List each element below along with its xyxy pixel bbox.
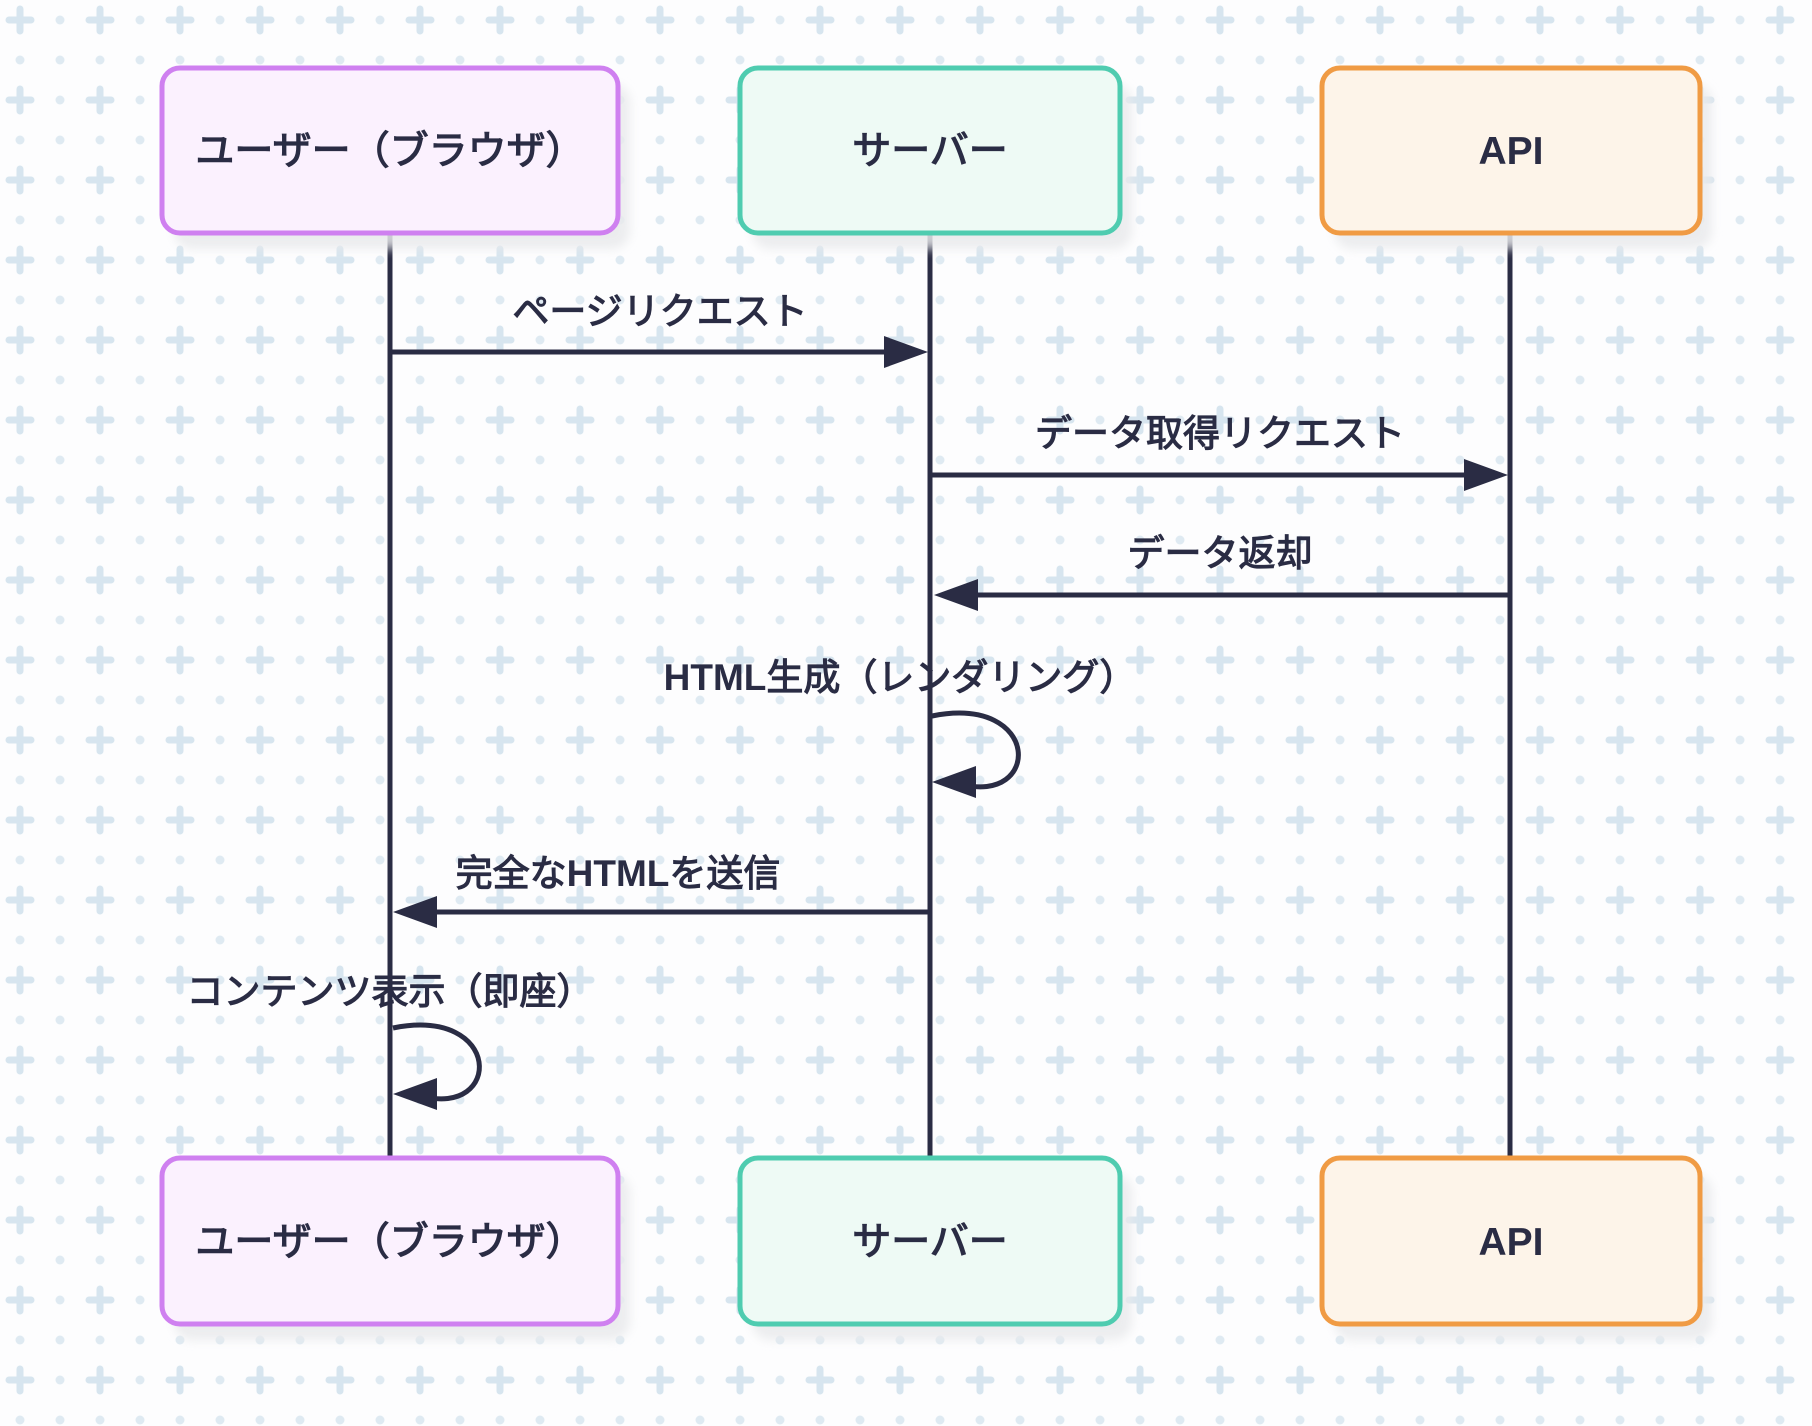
actor-server-top: サーバー <box>737 65 1132 249</box>
actor-api-label: API <box>1478 1221 1543 1264</box>
message-label: データ返却 <box>1128 532 1313 574</box>
actor-api-box <box>1319 1155 1703 1327</box>
self-loop-curve <box>931 710 1021 790</box>
arrowhead-right-icon <box>884 336 928 368</box>
actor-user-label: ユーザー（ブラウザ） <box>195 129 584 173</box>
message-label: ページリクエスト <box>512 291 807 332</box>
actor-api-label: API <box>1478 130 1543 173</box>
message-label: 完全なHTMLを送信 <box>456 852 781 894</box>
actor-user-label: ユーザー（ブラウザ） <box>195 1220 584 1264</box>
actor-server-box <box>737 65 1123 236</box>
actor-server-label: サーバー <box>852 130 1008 173</box>
message-data-return: データ返却 <box>934 532 1509 611</box>
arrowhead-left-icon <box>393 896 437 928</box>
self-loop-curve <box>392 1022 482 1102</box>
actor-api-bottom: API <box>1319 1155 1712 1340</box>
actor-server-label: サーバー <box>852 1221 1008 1264</box>
arrowhead-left-icon <box>934 579 978 611</box>
message-page-request: ページリクエスト <box>391 291 928 368</box>
message-content-display-self-loop: コンテンツ表示（即座） <box>187 971 594 1110</box>
actor-user-top: ユーザー（ブラウザ） <box>159 65 630 249</box>
message-html-generation-self-loop: HTML生成（レンダリング） <box>664 657 1137 798</box>
actor-api-box <box>1319 65 1703 236</box>
message-send-complete-html: 完全なHTMLを送信 <box>393 852 929 928</box>
actor-server-box <box>737 1155 1123 1327</box>
arrowhead-left-icon <box>932 766 976 798</box>
message-label: データ取得リクエスト <box>1035 412 1405 454</box>
actor-server-bottom: サーバー <box>737 1155 1132 1340</box>
message-label: コンテンツ表示（即座） <box>187 971 594 1012</box>
arrowhead-right-icon <box>1464 459 1508 491</box>
message-data-fetch-request: データ取得リクエスト <box>931 412 1508 491</box>
actor-api-top: API <box>1319 65 1712 249</box>
arrowhead-left-icon <box>393 1078 437 1110</box>
actor-user-box <box>159 1155 621 1327</box>
message-label: HTML生成（レンダリング） <box>664 657 1137 698</box>
actor-user-box <box>159 65 621 236</box>
actor-user-bottom: ユーザー（ブラウザ） <box>159 1155 630 1340</box>
